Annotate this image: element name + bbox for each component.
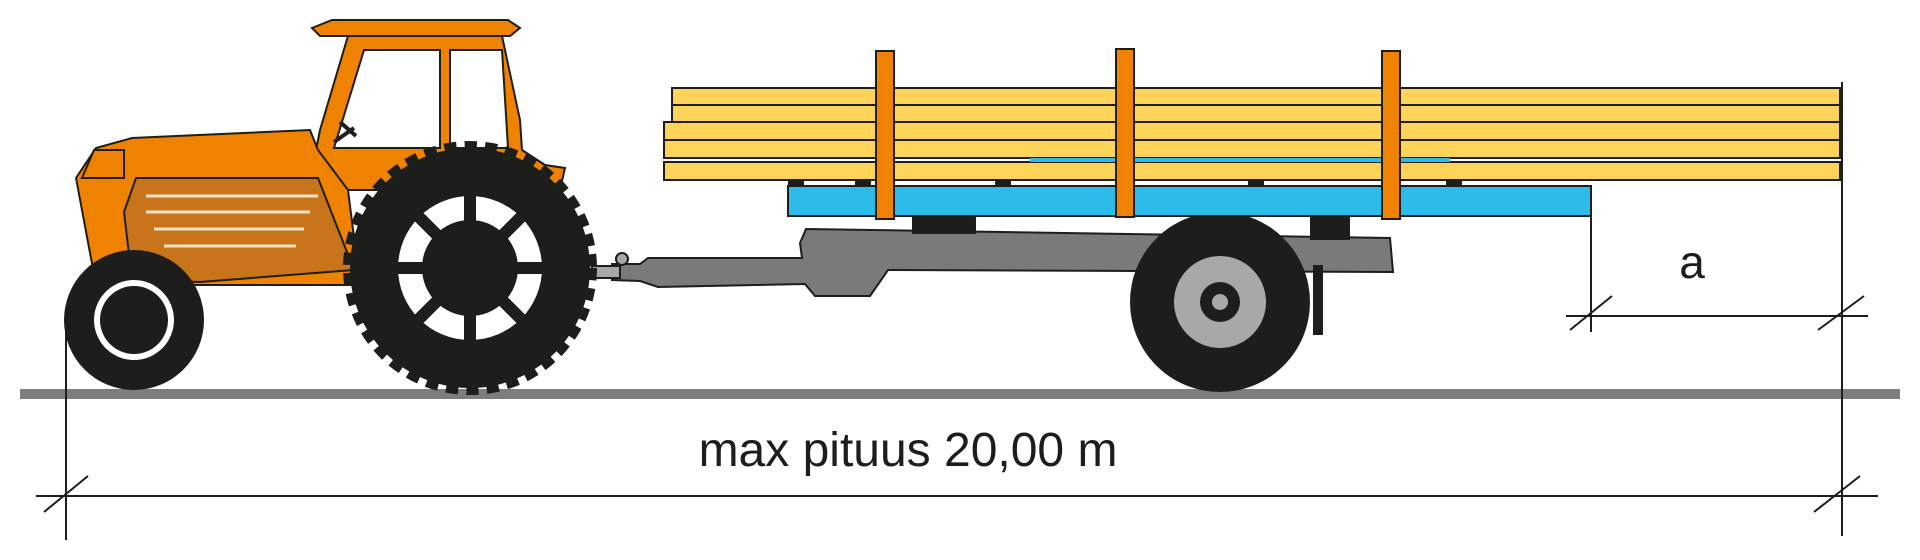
dimension-lines <box>36 82 1878 540</box>
headlight <box>80 149 125 179</box>
overhang-label: a <box>1679 236 1705 288</box>
trailer-bed <box>787 185 1592 217</box>
tractor-icon <box>64 19 597 395</box>
total-length-label: max pituus 20,00 m <box>699 424 1118 477</box>
timber-load <box>663 87 1841 181</box>
cab-window-right <box>449 49 510 149</box>
timber-trailer-icon <box>591 48 1841 392</box>
engine-grille <box>146 194 318 248</box>
steering-wheel <box>332 120 358 144</box>
trailer-stakes <box>875 48 1401 220</box>
cab-window-left <box>332 49 441 149</box>
cab-roof <box>310 19 522 37</box>
hitch-knob <box>615 252 629 266</box>
ground-line <box>20 389 1900 399</box>
support-leg <box>1313 265 1323 335</box>
